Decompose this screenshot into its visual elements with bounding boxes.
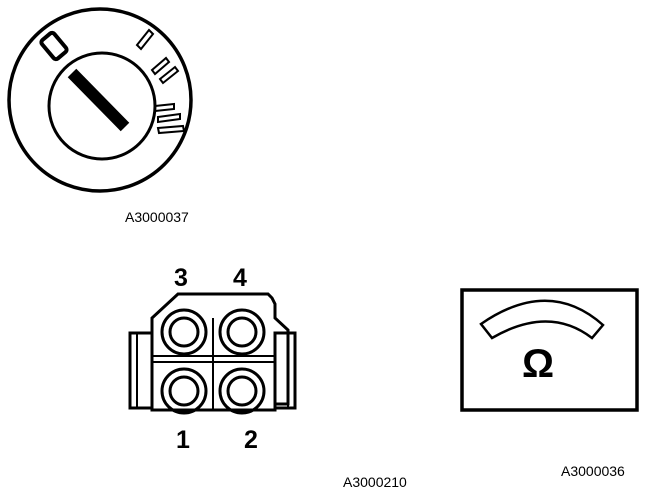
- position-mark-1: [135, 28, 155, 51]
- pin-socket-2: [218, 367, 266, 415]
- pin-socket-1: [160, 367, 208, 415]
- position-mark-2: [150, 56, 180, 85]
- pin-label-4: 4: [233, 264, 247, 292]
- pin-label-2: 2: [244, 426, 258, 454]
- figure-id-ignition-switch: A3000037: [125, 209, 189, 225]
- pin-label-3: 3: [174, 264, 188, 292]
- figure-id-ohmmeter: A3000036: [561, 463, 625, 479]
- ohm-symbol: Ω: [522, 342, 555, 386]
- figure-id-connector: A3000210: [343, 474, 407, 490]
- position-mark-3: [154, 102, 186, 135]
- pin-socket-4: [218, 308, 266, 356]
- pin-label-1: 1: [176, 426, 190, 454]
- position-mark-0: [39, 30, 69, 62]
- pin-socket-3: [160, 308, 208, 356]
